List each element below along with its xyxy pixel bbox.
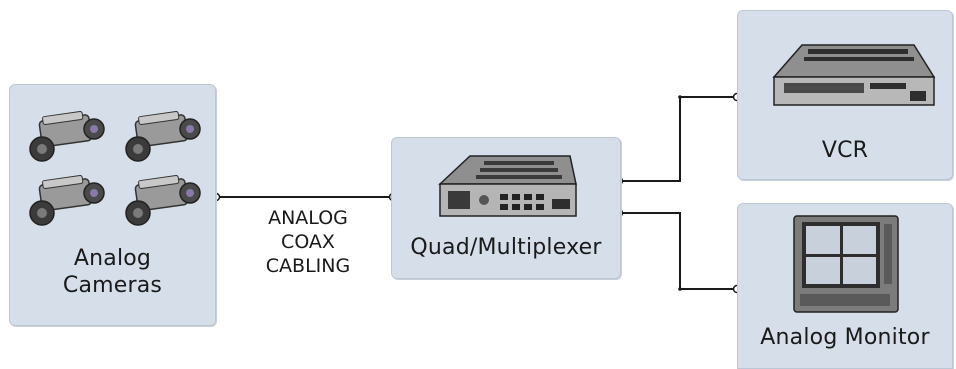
monitor-label: Analog Monitor bbox=[760, 325, 930, 350]
vcr-node: VCR bbox=[737, 10, 953, 180]
multiplexer-device-icon bbox=[438, 155, 577, 217]
wire-mux-to-vcr bbox=[619, 96, 736, 182]
multiplexer-node: Quad/Multiplexer bbox=[391, 137, 621, 279]
cameras-label-line1: Analog bbox=[73, 246, 152, 271]
crt-monitor-icon bbox=[793, 215, 899, 313]
wire-mux-to-monitor bbox=[619, 212, 736, 290]
vcr-icon bbox=[772, 44, 936, 106]
coax-label-line3: CABLING bbox=[265, 255, 351, 277]
cameras-label-line2: Cameras bbox=[62, 273, 163, 298]
vcr-label: VCR bbox=[821, 138, 869, 163]
multiplexer-label: Quad/Multiplexer bbox=[410, 235, 602, 260]
coax-cabling-label: ANALOG COAX CABLING bbox=[228, 206, 388, 278]
coax-label-line2: COAX bbox=[281, 231, 335, 253]
monitor-node: Analog Monitor bbox=[737, 203, 953, 369]
analog-camera-icon bbox=[29, 110, 201, 226]
coax-label-line1: ANALOG bbox=[268, 207, 348, 229]
cameras-node: Analog Cameras bbox=[9, 84, 216, 326]
cameras-label: Analog Cameras bbox=[10, 245, 215, 299]
